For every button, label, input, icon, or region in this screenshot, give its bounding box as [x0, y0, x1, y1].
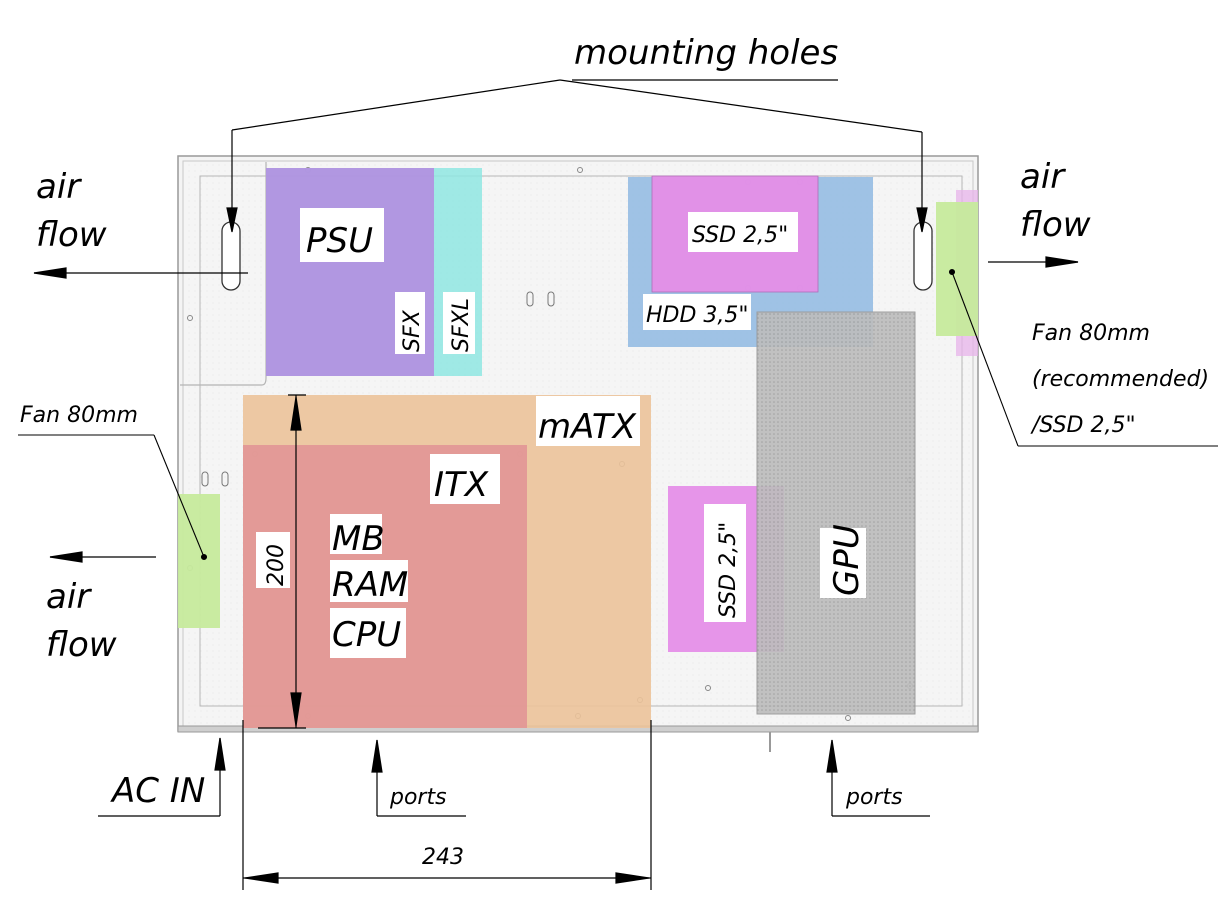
ram-label: RAM — [332, 565, 408, 605]
hdd-label: HDD 3,5" — [646, 303, 749, 328]
ssd-top-label: SSD 2,5" — [692, 223, 788, 248]
airflow-left-top-label-2: flow — [36, 215, 107, 255]
gpu-zone — [756, 311, 916, 715]
cpu-label: CPU — [332, 615, 401, 655]
sfxl-label: SFXL — [449, 298, 474, 352]
fan-right-label-2: (recommended) — [1032, 367, 1209, 392]
airflow-right-top-label-1: air — [1020, 157, 1066, 197]
airflow-left-top-label-1: air — [36, 167, 82, 207]
fan-right — [936, 190, 978, 356]
fan-right-label-3: /SSD 2,5" — [1030, 413, 1136, 438]
bottom-callouts — [98, 737, 930, 817]
fan-leaders — [18, 268, 1218, 561]
mounting-hole-right — [913, 221, 933, 291]
fan-left-label: Fan 80mm — [20, 403, 138, 428]
mounting-hole-left — [221, 221, 241, 291]
matx-label: mATX — [538, 407, 637, 447]
ac-in-label: AC IN — [110, 771, 205, 811]
fan-left — [178, 494, 220, 628]
gpu-label: GPU — [827, 524, 867, 596]
airflow-left-bottom-label-1: air — [46, 577, 92, 617]
label-backgrounds — [256, 208, 866, 658]
psu-label: PSU — [306, 221, 373, 261]
dimension-200 — [258, 394, 306, 729]
mounting-holes-leaders — [226, 79, 928, 233]
airflow-right-top-label-2: flow — [1020, 205, 1091, 245]
dimension-243-label: 243 — [422, 845, 464, 870]
airflow-left-bottom-label-2: flow — [46, 625, 117, 665]
ports-right-label: ports — [845, 785, 903, 810]
dimension-243 — [242, 720, 652, 890]
ports-left-label: ports — [389, 785, 447, 810]
sfx-label: SFX — [400, 309, 425, 352]
airflow-arrows — [33, 256, 1079, 563]
mounting-holes-label: mounting holes — [574, 33, 838, 73]
mb-label: MB — [332, 519, 385, 559]
small-slots — [201, 291, 555, 487]
ssd-mid-label: SSD 2,5" — [716, 522, 741, 618]
fan-right-label-1: Fan 80mm — [1032, 321, 1150, 346]
itx-label: ITX — [434, 465, 489, 505]
dimension-200-label: 200 — [264, 544, 289, 586]
